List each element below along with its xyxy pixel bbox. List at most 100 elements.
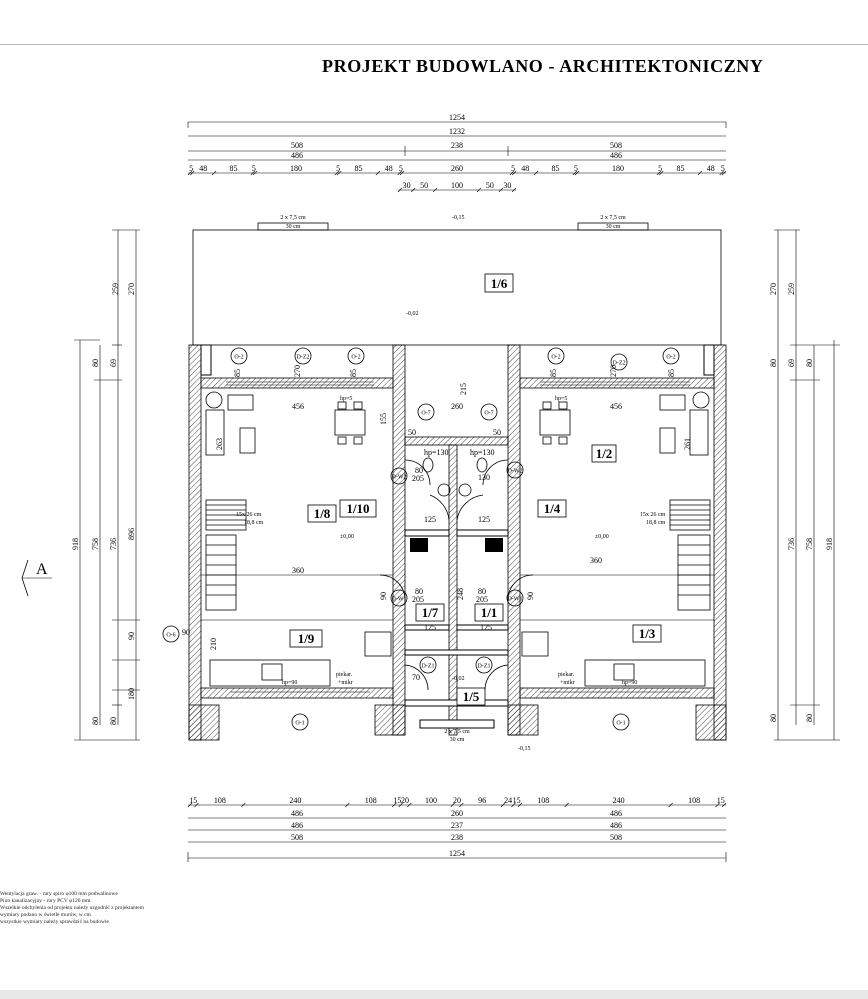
dim-205-c: 205 <box>476 595 488 604</box>
dim-top-right-seg-0: 5 <box>511 164 515 173</box>
dim-right-f: 80 <box>769 359 778 367</box>
dim-80-c: 80 <box>478 587 486 596</box>
dim-left-l: 80 <box>91 717 100 725</box>
dim-125-d: 125 <box>480 623 492 632</box>
room-1-7: 1/7 <box>422 605 439 620</box>
furniture <box>205 391 711 691</box>
level-floor-left: ±0,00 <box>340 534 354 540</box>
dim-top-left-inner: 486 <box>291 151 303 160</box>
dim-bottom-seg-6: 100 <box>425 796 437 805</box>
dim-248: 248 <box>456 588 465 600</box>
dim-130-right: 130 <box>478 473 490 482</box>
dim-left-e: 736 <box>109 538 118 550</box>
note-4: Wszelkie odchylenia od projektu należy u… <box>0 905 145 911</box>
dim-left-k: 180 <box>127 688 136 700</box>
opening-tag-13: D-Z1 <box>478 664 491 670</box>
top-rule <box>0 44 868 45</box>
dim-125-b: 125 <box>478 515 490 524</box>
dim-left-m: 80 <box>109 717 118 725</box>
bottom-bar <box>0 990 868 999</box>
opening-tag-1: D-Z2 <box>297 355 310 361</box>
dim-top-center-seg-0: 30 <box>403 181 411 190</box>
dim-bottom-r3-right: 486 <box>610 821 622 830</box>
dim-top-right-inner: 486 <box>610 151 622 160</box>
dim-top-left-seg-5: 5 <box>336 164 340 173</box>
dim-right-i: 80 <box>769 714 778 722</box>
opening-tag-9: D-W2 <box>508 469 523 475</box>
opening-tag-circle-15 <box>612 713 630 731</box>
opening-tag-circle-12 <box>419 656 437 674</box>
hp130-left: hp=130 <box>424 448 449 457</box>
vent-size-right: 30 cm <box>606 224 621 230</box>
dim-top-right-seg-8: 5 <box>721 164 725 173</box>
opening-tag-6: O-7 <box>421 411 430 417</box>
opening-tag-circle-11 <box>506 589 524 607</box>
plan-annotations: ±0,00 ±0,00 -0,02 456 456 260 360 360 hp… <box>162 347 692 731</box>
level-garden: -0,02 <box>406 311 419 317</box>
dim-90-o6: 90 <box>182 628 190 637</box>
vent-size-bottom: 30 cm <box>450 737 465 743</box>
opening-tag-circle-1 <box>294 347 312 365</box>
dim-top-left-seg-3: 5 <box>252 164 256 173</box>
opening-tag-circle-2 <box>347 347 365 365</box>
opening-tag-2: O-2 <box>351 355 360 361</box>
room-1-9: 1/9 <box>298 631 315 646</box>
right-dimensions: 270 259 736 758 918 80 69 80 80 80 <box>769 229 840 741</box>
dim-right-h: 80 <box>805 359 814 367</box>
dim-right-e: 918 <box>825 538 834 550</box>
opening-tag-circle-5 <box>662 347 680 365</box>
vent-label-left: 2 x 7,5 cm <box>280 215 306 221</box>
dim-85-right: 85 <box>667 369 676 377</box>
dim-bottom-seg-8: 96 <box>478 796 486 805</box>
dim-80-b: 80 <box>415 587 423 596</box>
room-1-1: 1/1 <box>481 605 498 620</box>
dim-155: 155 <box>379 413 388 425</box>
dim-270-dz2-right: 270 <box>609 365 618 377</box>
note-1: Wentylacja graw. - rury spiro φ100 mm po… <box>0 891 118 897</box>
dim-left-c: 918 <box>71 538 80 550</box>
dim-50-left: 50 <box>408 428 416 437</box>
dim-205-b: 205 <box>412 595 424 604</box>
vent-label-bottom: 2 x 7,5 cm <box>444 729 470 735</box>
level-floor-right: ±0,00 <box>595 534 609 540</box>
dim-270-dz2-left: 270 <box>293 365 302 377</box>
opening-tag-circle-10 <box>390 589 408 607</box>
note-6: wszystkie wymiary należy sprawdzić na bu… <box>0 919 109 925</box>
dim-360-left: 360 <box>292 566 304 575</box>
dim-top-right-seg-2: 85 <box>551 164 559 173</box>
dim-bottom-r2-right: 486 <box>610 809 622 818</box>
dim-bottom-seg-3: 108 <box>365 796 377 805</box>
opening-tag-12: D-Z1 <box>422 664 435 670</box>
dim-top-center-seg-3: 50 <box>486 181 494 190</box>
section-letter: A <box>36 561 48 578</box>
dim-85-center-left: 85 <box>349 369 358 377</box>
dim-left-b: 270 <box>127 283 136 295</box>
dim-top-right-seg-7: 48 <box>707 164 715 173</box>
opening-tag-5: O-2 <box>666 355 675 361</box>
dim-bottom-seg-1: 108 <box>214 796 226 805</box>
dim-top-left-seg-2: 85 <box>229 164 237 173</box>
dim-456-left: 456 <box>292 402 304 411</box>
dim-top-left-seg-0: 5 <box>189 164 193 173</box>
drawing-notes: Wentylacja graw. - rury spiro φ100 mm po… <box>0 891 160 926</box>
dim-left-g: 80 <box>91 359 100 367</box>
oven-right: piekar. <box>558 672 575 678</box>
building-outline: 2 x 7,5 cm 30 cm 2 x 7,5 cm 30 cm -0,15 … <box>188 215 727 752</box>
dim-90-right-door: 90 <box>526 592 535 600</box>
dim-bottom-seg-7: 20 <box>453 796 461 805</box>
opening-tag-14: O-1 <box>295 721 304 727</box>
hp90-left: hp=90 <box>282 680 297 686</box>
dim-top-left-half: 508 <box>291 141 303 150</box>
opening-tag-11: D-W1 <box>508 597 523 603</box>
opening-tag-circle-4 <box>610 353 628 371</box>
opening-tag-4: D-Z2 <box>613 361 626 367</box>
dim-261: 261 <box>683 438 692 450</box>
opening-tag-8: D-W2 <box>392 475 407 481</box>
opening-tag-circle-14 <box>291 713 309 731</box>
room-labels: 1/6 1/2 1/8 1/10 1/4 1/7 1/1 1/9 1/3 1/5 <box>289 273 662 706</box>
dim-right-c: 736 <box>787 538 796 550</box>
room-1-4: 1/4 <box>544 501 561 516</box>
dim-top-center-inner: 260 <box>451 164 463 173</box>
dim-90-left-door: 90 <box>379 592 388 600</box>
